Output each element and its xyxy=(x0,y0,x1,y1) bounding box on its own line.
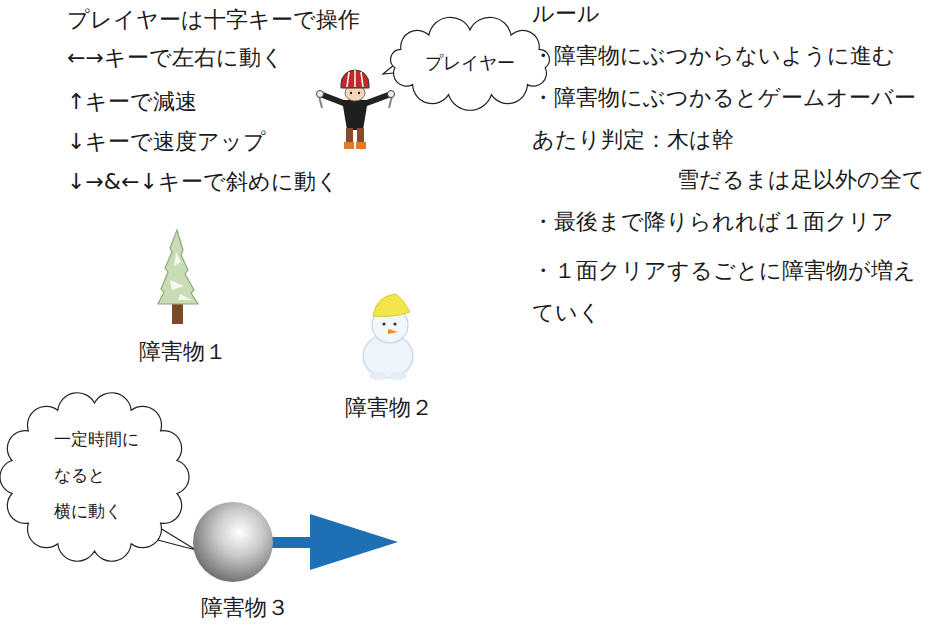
note-text: ・１面クリアするごとに障害物が増えていく xyxy=(532,250,918,334)
player-figure xyxy=(317,70,395,149)
cloud-callout: 一定時間に なると 横に動く xyxy=(2,395,187,559)
note-text: プレイヤーは十字キーで操作 xyxy=(67,6,360,34)
snowman-obstacle xyxy=(363,294,413,380)
callout-text: プレイヤー xyxy=(425,51,515,75)
note-text: ↓→&←↓キーで斜めに動く xyxy=(67,168,339,196)
note-text: あたり判定：木は幹 xyxy=(532,126,734,154)
note-text: ルール xyxy=(532,0,600,28)
obstacle-label: 障害物１ xyxy=(139,338,227,366)
note-text: ・障害物にぶつからないように進む xyxy=(532,42,895,70)
note-text: ↑キーで減速 xyxy=(67,88,197,116)
note-text: ←→キーで左右に動く xyxy=(67,44,284,72)
note-text: ・障害物にぶつかるとゲームオーバー xyxy=(532,84,916,112)
obstacle-label: 障害物２ xyxy=(345,394,433,422)
note-text: ↓キーで速度アップ xyxy=(67,128,266,156)
note-text: 雪だるまは足以外の全て xyxy=(677,166,925,194)
ball-obstacle xyxy=(193,502,398,582)
obstacle-label: 障害物３ xyxy=(201,594,289,622)
tree-obstacle xyxy=(158,230,198,324)
note-text: ・最後まで降りられれば１面クリア xyxy=(532,208,894,236)
callout-text: 一定時間に なると 横に動く xyxy=(54,421,150,529)
cloud-callout: プレイヤー xyxy=(386,22,554,104)
